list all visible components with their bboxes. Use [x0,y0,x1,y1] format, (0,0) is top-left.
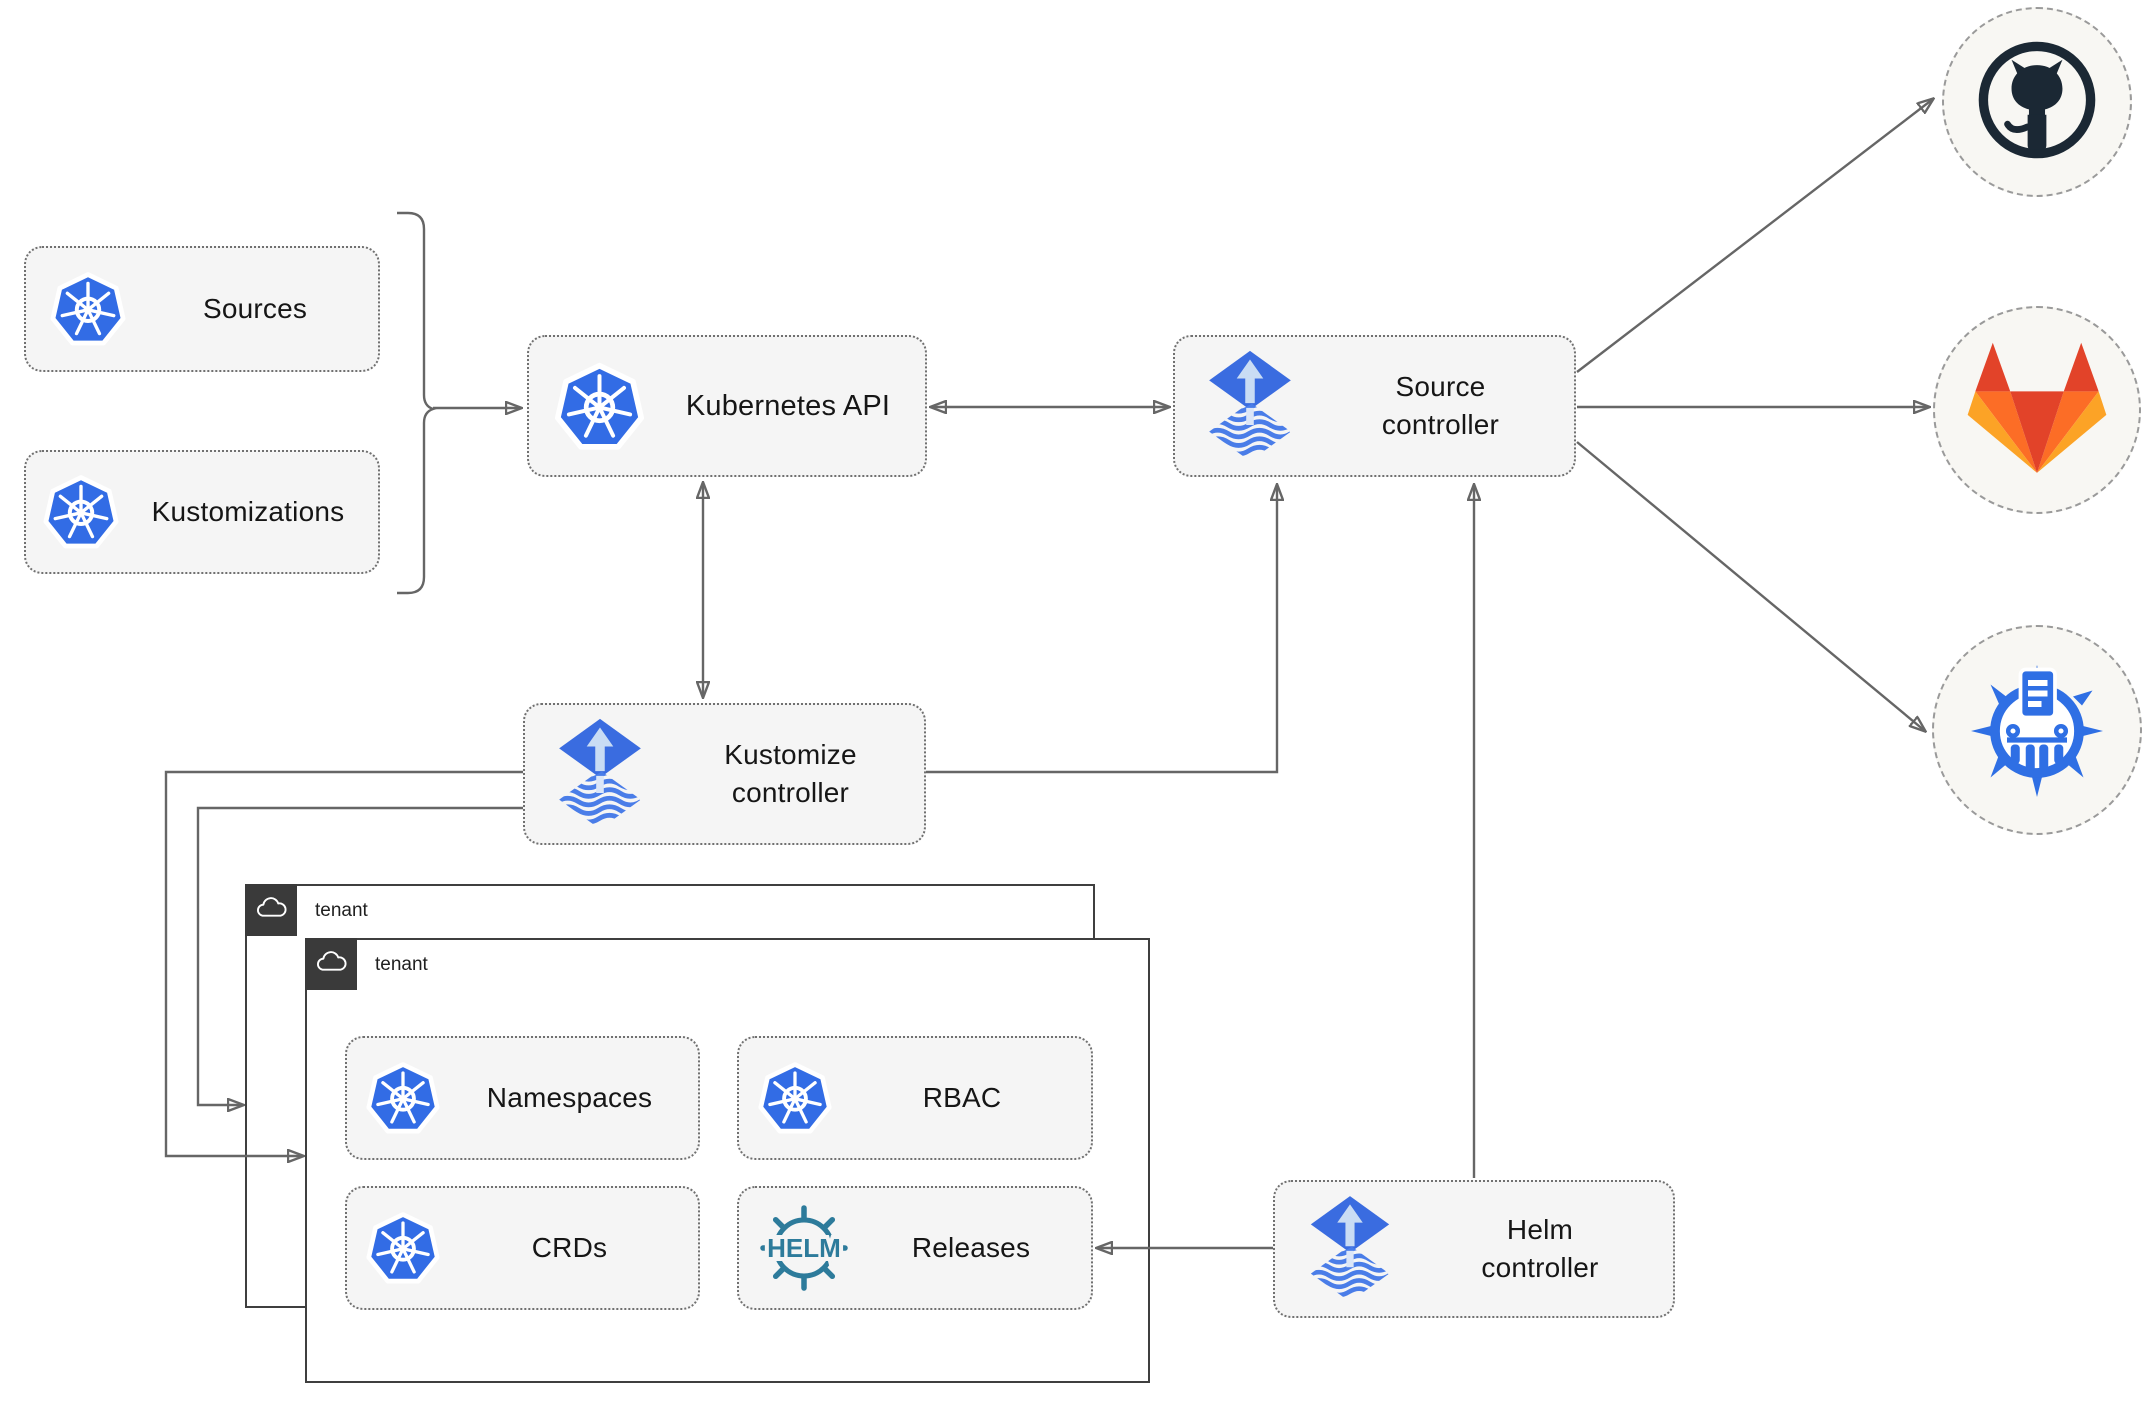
node-kubernetes-api: Kubernetes API [527,335,927,477]
cloud-icon [314,949,348,980]
cloud-icon [254,895,288,926]
node-label: Namespaces [486,1082,653,1113]
kubernetes-icon [529,359,669,454]
kubernetes-icon [347,1209,459,1287]
node-namespaces: Namespaces [345,1036,700,1160]
node-label: Sources [202,293,308,324]
node-releases: HELM Releases [737,1186,1093,1310]
kubernetes-icon [26,269,150,349]
connector-kustomize-to-source [926,485,1277,774]
connector-source-to-github [1576,99,1933,373]
helm-repository-icon [1962,653,2112,808]
node-helm-controller: Helm controller [1273,1180,1675,1318]
node-label: RBAC [922,1082,1002,1113]
endpoint-gitlab [1933,306,2141,514]
node-label: CRDs [531,1232,608,1263]
node-source-controller: Source controller [1173,335,1576,477]
flux-icon [1175,349,1325,463]
node-label: Releases [911,1232,1031,1263]
connector-source-to-helm-repo [1576,441,1925,731]
kubernetes-icon [739,1059,851,1137]
flux-icon [1275,1194,1425,1304]
kubernetes-icon [26,472,136,552]
tenant-label: tenant [375,954,428,975]
node-kustomize-controller: Kustomize controller [523,703,926,845]
github-icon [1970,33,2104,172]
bracket-sources-group [397,211,437,595]
kubernetes-icon [347,1059,459,1137]
node-label: Kustomize controller [724,739,857,808]
node-label: Helm controller [1481,1214,1599,1283]
node-label: Kustomizations [151,496,345,527]
node-label: Source controller [1381,371,1500,440]
node-rbac: RBAC [737,1036,1093,1160]
node-sources: Sources [24,246,380,372]
tenant-header [305,938,357,990]
node-kustomizations: Kustomizations [24,450,380,574]
node-label: Kubernetes API [685,390,891,422]
tenant-box-front: tenant [305,938,1150,1383]
endpoint-helm-repository [1932,625,2142,835]
helm-icon: HELM [739,1198,869,1298]
helm-logo-text: HELM [767,1233,841,1263]
gitlab-icon [1964,339,2110,482]
tenant-header [245,884,297,936]
node-crds: CRDs [345,1186,700,1310]
flux-icon [525,717,675,831]
tenant-label: tenant [315,900,368,921]
endpoint-github [1942,7,2132,197]
